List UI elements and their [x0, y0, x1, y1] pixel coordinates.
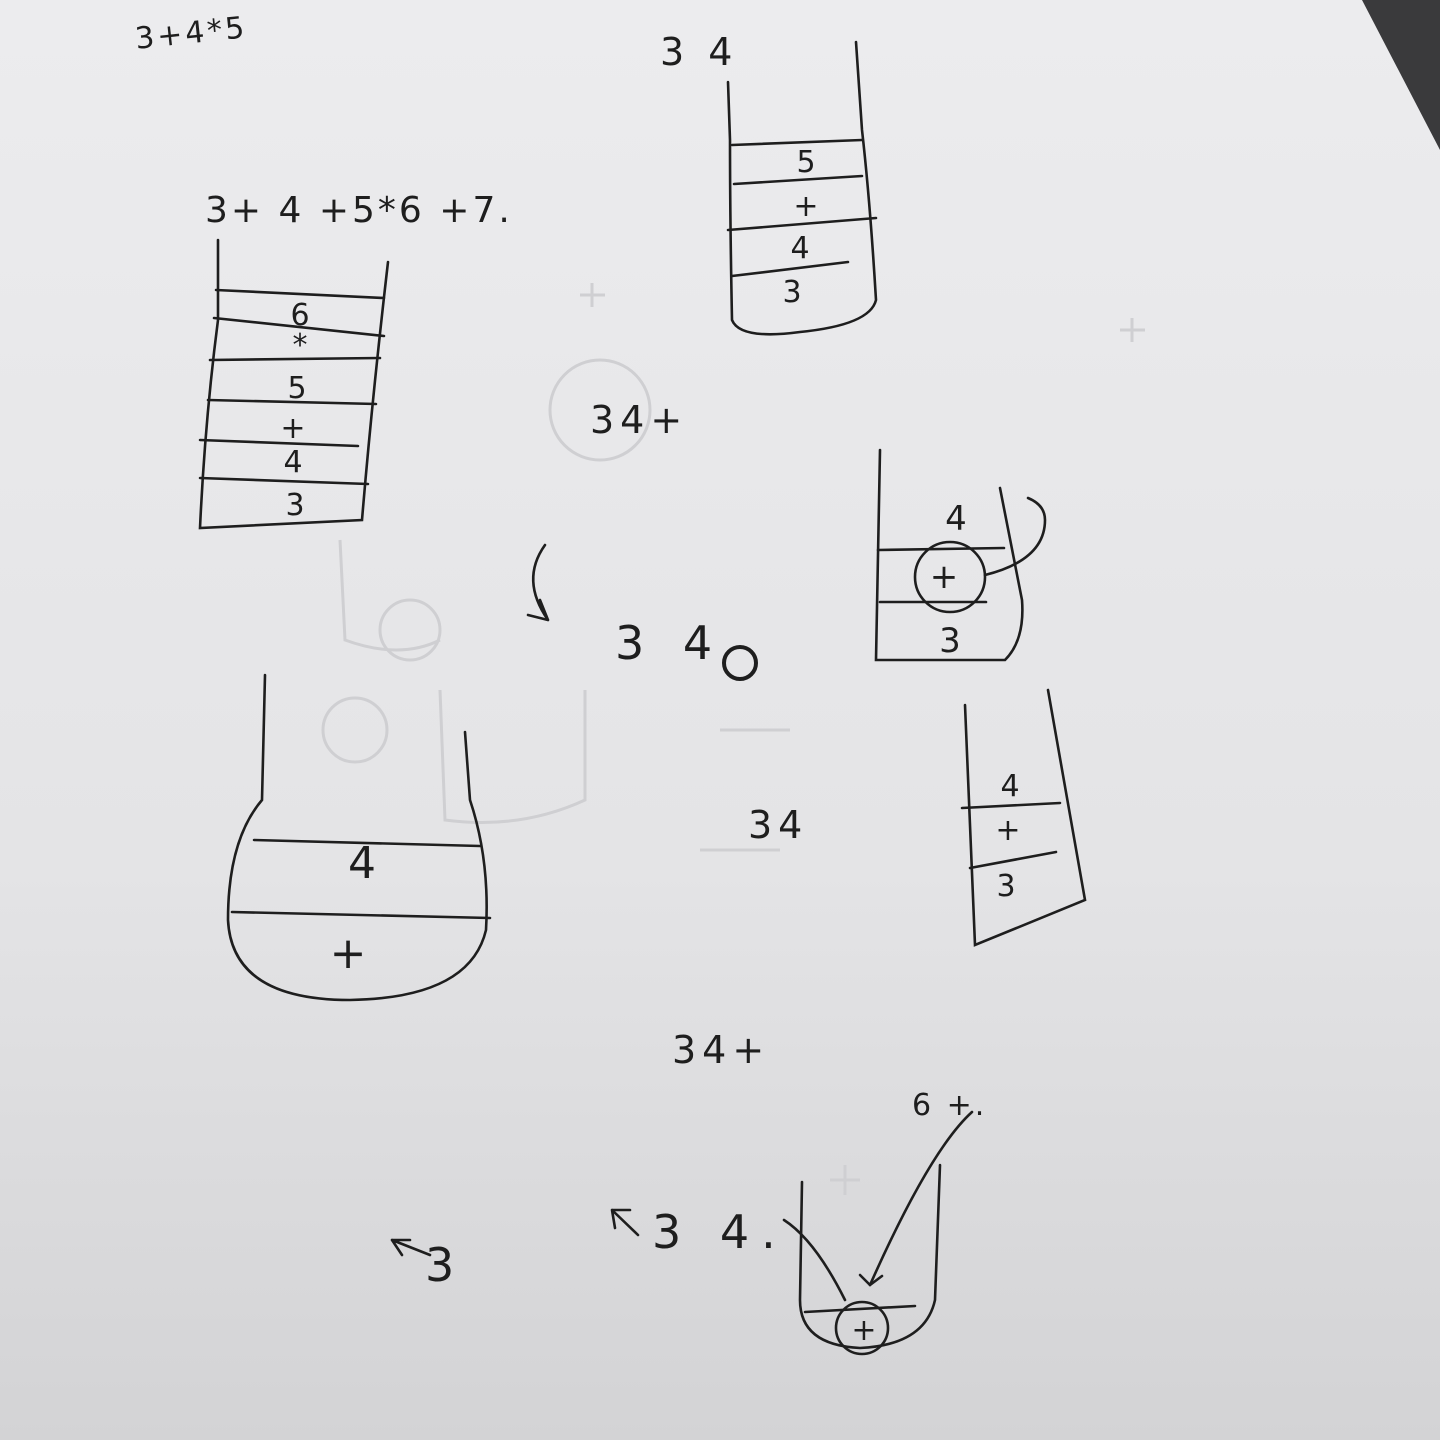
label-34-middle: 3 4: [615, 616, 725, 670]
stack-cell-tall-left-5: 3: [285, 488, 304, 523]
stack-cell-top-right-3: 3: [782, 275, 801, 310]
label-34plus-middle: 34+: [590, 398, 689, 442]
stack-cell-top-right-2: 4: [790, 231, 809, 266]
stack-cell-big-left-0: 4: [348, 838, 376, 889]
scribble-circle: [722, 645, 758, 681]
stack-cell-mid-right-1: +: [930, 557, 959, 597]
stack-cell-tall-left-1: *: [293, 328, 308, 363]
curved-arrow: [526, 543, 550, 622]
label-34plus-low: 34+: [672, 1028, 771, 1072]
stack-cell-top-right-0: 5: [796, 145, 815, 180]
arrow-bottom-left: [390, 1238, 432, 1257]
stack-cell-mid-right-2: 3: [939, 621, 961, 661]
label-6-plus: 6 +.: [912, 1088, 988, 1123]
expression-long: 3+ 4 +5*6 +7.: [205, 190, 513, 231]
stack-big-left: [226, 673, 492, 1002]
stack-middle-right: [874, 448, 1047, 662]
stack-cell-tall-left-3: +: [280, 411, 305, 446]
label-34-top: 3 4: [660, 30, 739, 74]
stack-top-right: [726, 40, 878, 336]
stack-cell-mid-right-0: 4: [945, 499, 967, 539]
stack-cell-lower-right-1: +: [995, 813, 1020, 848]
stack-cell-tall-left-2: 5: [287, 371, 306, 406]
label-34-lower: 34: [748, 803, 809, 847]
arrow-bottom-mid: [610, 1208, 640, 1237]
stack-cell-tall-left-4: 4: [283, 445, 302, 480]
stack-lower-right: [960, 688, 1087, 947]
stack-bottom: [782, 1110, 974, 1356]
label-3-bottom: 3: [425, 1238, 467, 1292]
stack-cell-tall-left-0: 6: [290, 298, 309, 333]
stack-cell-top-right-1: +: [793, 189, 818, 224]
stack-cell-lower-right-2: 3: [996, 869, 1015, 904]
stack-tall-left: [198, 238, 390, 530]
show-through-marks: [321, 283, 1145, 1195]
label-34-bottom: 3 4.: [652, 1205, 788, 1259]
stack-cell-lower-right-0: 4: [1000, 769, 1019, 804]
stack-cell-big-left-1: +: [330, 928, 367, 979]
stack-cell-bottom-0: +: [851, 1313, 876, 1348]
